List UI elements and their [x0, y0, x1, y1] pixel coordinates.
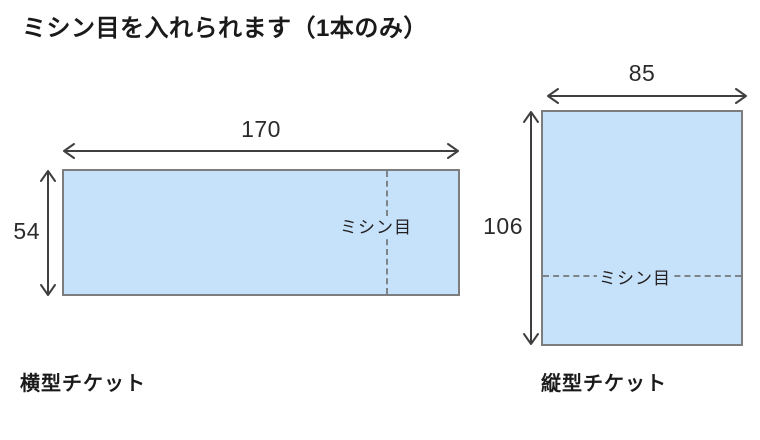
dimension-arrow-height-landscape [40, 170, 56, 296]
dimension-arrow-width-portrait [547, 88, 747, 104]
perforation-label-portrait: ミシン目 [597, 267, 673, 290]
perforation-label-landscape: ミシン目 [338, 216, 414, 239]
dimension-arrow-width-landscape [63, 143, 459, 159]
ticket-shape-landscape: ミシン目 [62, 169, 460, 296]
ticket-caption-portrait: 縦型チケット [541, 373, 667, 395]
dimension-value-width-portrait: 85 [628, 60, 656, 86]
ticket-caption-landscape: 横型チケット [20, 373, 146, 395]
dimension-value-width-landscape: 170 [241, 116, 281, 142]
dimension-value-height-landscape: 54 [13, 218, 40, 244]
ticket-shape-portrait: ミシン目 [541, 110, 743, 346]
dimension-value-height-portrait: 106 [483, 213, 523, 239]
dimension-arrow-height-portrait [523, 111, 539, 345]
page-title: ミシン目を入れられます（1本のみ） [22, 15, 428, 42]
